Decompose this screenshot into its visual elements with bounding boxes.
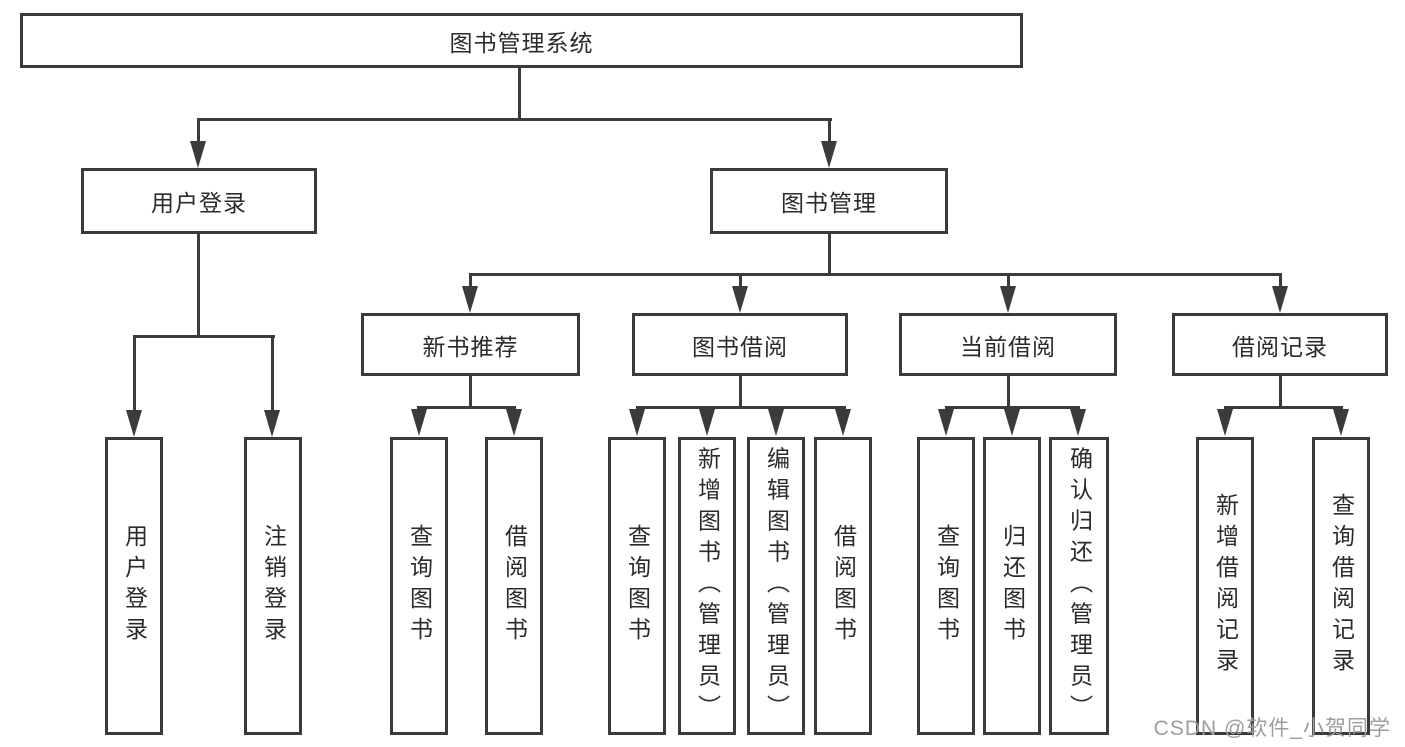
arrow-down-icon [938,409,954,436]
arrow-down-icon [264,410,280,437]
node-label: 当前借阅 [960,333,1056,360]
leaf-label: 借阅图书 [830,524,857,648]
connector-line [417,406,516,409]
node-label: 借阅记录 [1232,333,1328,360]
arrow-down-icon [1272,286,1288,313]
arrow-down-icon [1070,409,1086,436]
leaf-edit-book-admin: 编辑图书（管理员） [747,437,805,735]
connector-line [1007,376,1010,406]
leaf-query-book-recommend: 查询图书 [390,437,448,735]
node-book-borrowing: 图书借阅 [632,313,848,376]
connector-line [739,376,742,406]
connector-line [271,335,274,411]
connector-line [197,118,832,121]
node-library-management-system: 图书管理系统 [20,13,1023,68]
leaf-add-borrow-record: 新增借阅记录 [1196,437,1254,735]
leaf-return-book: 归还图书 [983,437,1041,735]
connector-line [197,234,200,335]
arrow-down-icon [699,409,715,436]
connector-line [197,118,200,143]
arrow-down-icon [411,409,427,436]
leaf-label: 借阅图书 [501,524,528,648]
arrow-down-icon [1217,409,1233,436]
connector-line [828,234,831,273]
node-book-management-branch: 图书管理 [710,168,948,234]
leaf-add-book-admin: 新增图书（管理员） [678,437,736,735]
node-label: 新书推荐 [422,333,519,360]
connector-line [828,118,831,143]
connector-line [469,273,1282,276]
node-current-borrowing: 当前借阅 [899,313,1117,376]
leaf-query-book-current: 查询图书 [917,437,975,735]
arrow-down-icon [732,286,748,313]
connector-line [1279,273,1282,288]
node-label: 图书管理系统 [449,29,594,56]
arrow-down-icon [190,141,206,168]
node-label: 用户登录 [151,190,247,216]
connector-line [133,335,275,338]
connector-line [1279,376,1282,406]
leaf-label: 编辑图书（管理员） [763,446,790,726]
leaf-label: 查询图书 [933,524,960,648]
arrow-down-icon [126,410,142,437]
leaf-label: 查询图书 [406,524,433,648]
connector-line [469,273,472,288]
leaf-query-borrow-record: 查询借阅记录 [1312,437,1370,735]
connector-line [1224,406,1343,409]
arrow-down-icon [1333,409,1349,436]
connector-line [469,376,472,406]
arrow-down-icon [629,409,645,436]
arrow-down-icon [506,409,522,436]
connector-line [133,335,136,411]
leaf-label: 查询借阅记录 [1328,493,1355,679]
leaf-user-login: 用户登录 [105,437,163,735]
connector-line [636,406,846,409]
leaf-confirm-return-admin: 确认归还（管理员） [1049,437,1109,735]
leaf-label: 查询图书 [624,524,651,648]
leaf-logout: 注销登录 [244,437,302,735]
arrow-down-icon [835,409,851,436]
node-borrowing-records: 借阅记录 [1172,313,1388,376]
arrow-down-icon [768,409,784,436]
leaf-label: 用户登录 [121,524,148,648]
node-new-book-recommend: 新书推荐 [361,313,580,376]
node-label: 图书借阅 [692,333,788,360]
node-user-login-branch: 用户登录 [81,168,317,234]
leaf-label: 新增借阅记录 [1212,493,1239,679]
connector-line [518,68,521,118]
csdn-watermark: CSDN @软件_小贺同学 [1153,717,1391,740]
connector-line [1007,273,1010,288]
leaf-query-book-borrowing: 查询图书 [608,437,666,735]
leaf-label: 注销登录 [260,524,287,648]
leaf-borrow-book-recommend: 借阅图书 [485,437,543,735]
leaf-label: 确认归还（管理员） [1066,446,1093,726]
leaf-label: 新增图书（管理员） [694,446,721,726]
arrow-down-icon [462,286,478,313]
node-label: 图书管理 [781,190,877,216]
connector-line [945,406,1080,409]
arrow-down-icon [1000,286,1016,313]
arrow-down-icon [821,141,837,168]
leaf-label: 归还图书 [999,524,1026,648]
leaf-borrow-book: 借阅图书 [814,437,872,735]
connector-line [739,273,742,288]
arrow-down-icon [1004,409,1020,436]
